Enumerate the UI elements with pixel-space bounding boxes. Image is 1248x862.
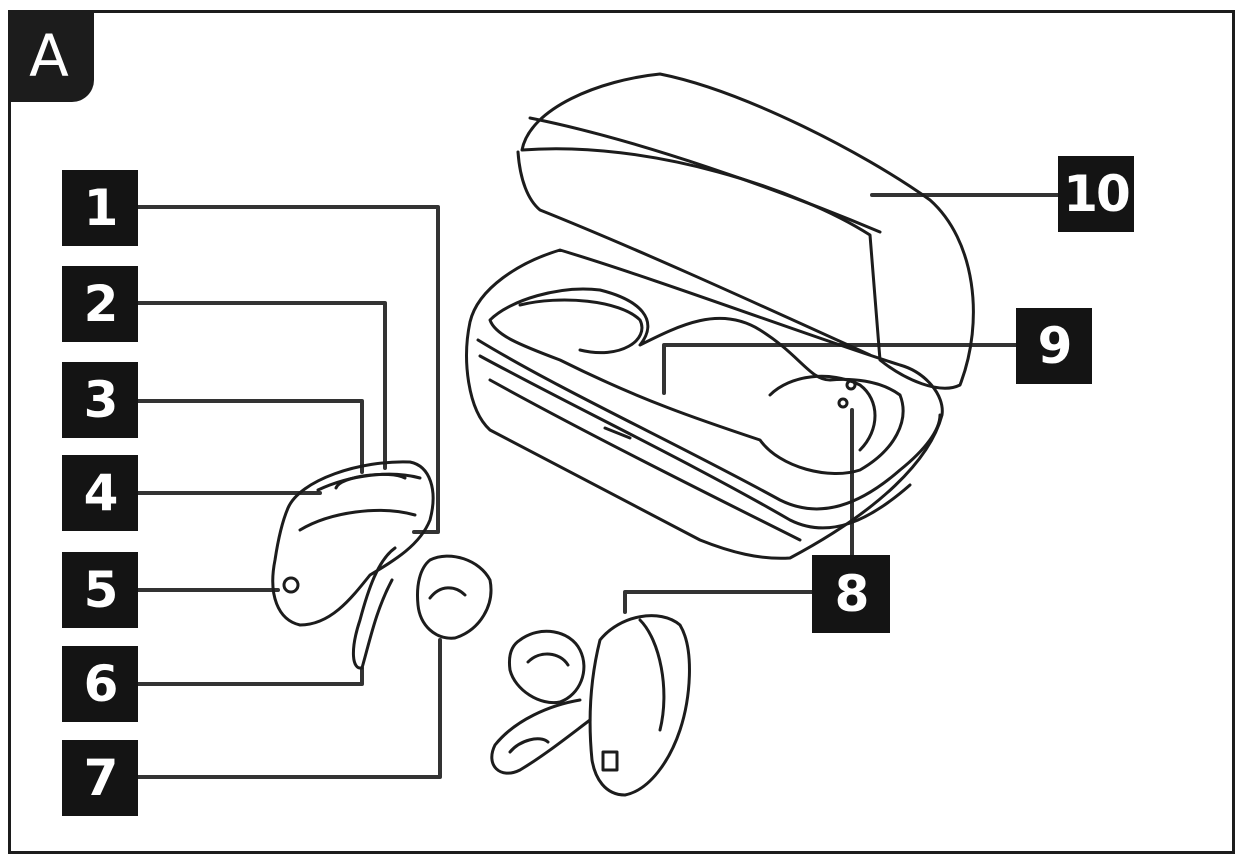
callout-7: 7 [62,740,138,816]
case-lid-seam [528,116,882,234]
earbud-front-tip [416,554,493,640]
earbud-back-edge [638,618,666,732]
earbud-front-tip-inner [428,586,467,600]
case-base-rim [476,338,942,511]
case-lid-edge [516,150,872,357]
earbud-front-panel [298,508,417,532]
callout-9: 9 [1016,308,1092,384]
earbud-front-body [271,460,435,627]
callout-3: 3 [62,362,138,438]
leader-8 [623,590,814,614]
charging-contact-top [845,379,857,391]
earbud-back-hook [490,698,592,775]
earbud-back-hook-hole [508,737,550,754]
leader-1 [136,205,440,534]
leader-9 [662,343,1018,395]
leader-3 [136,399,364,474]
figure-frame [8,10,1235,854]
panel-label: A [29,22,69,90]
case-earbud-slot-right [768,374,877,452]
earbud-front-led [282,576,300,594]
leader-6 [136,666,364,686]
earbud-back [490,614,691,797]
case-earbud-slot-left [518,298,644,355]
callout-10: 10 [1058,156,1134,232]
callout-2: 2 [62,266,138,342]
earbud-back-tip-inner [526,652,570,667]
callout-4: 4 [62,455,138,531]
earbud-front-button [334,472,407,490]
callout-1: 1 [62,170,138,246]
charging-contact-bottom [837,397,849,409]
case-base-rim-2 [478,354,912,530]
panel-label-tab [8,10,94,102]
callout-8: 8 [812,555,890,633]
callout-5: 5 [62,552,138,628]
earbud-front-hook [352,546,397,670]
earbud-back-body [588,614,691,797]
case-base-bottom [488,378,802,542]
earbud-back-tip [508,629,586,705]
earbud-front [271,460,493,670]
leader-2 [136,301,387,470]
leader-7 [136,638,442,779]
leader-lines [136,193,1060,779]
case-hinge-tab [603,426,632,440]
callout-6: 6 [62,646,138,722]
charging-case [465,72,975,560]
earbud-back-led [601,750,619,772]
case-base [465,248,944,560]
case-cavity [488,287,905,475]
